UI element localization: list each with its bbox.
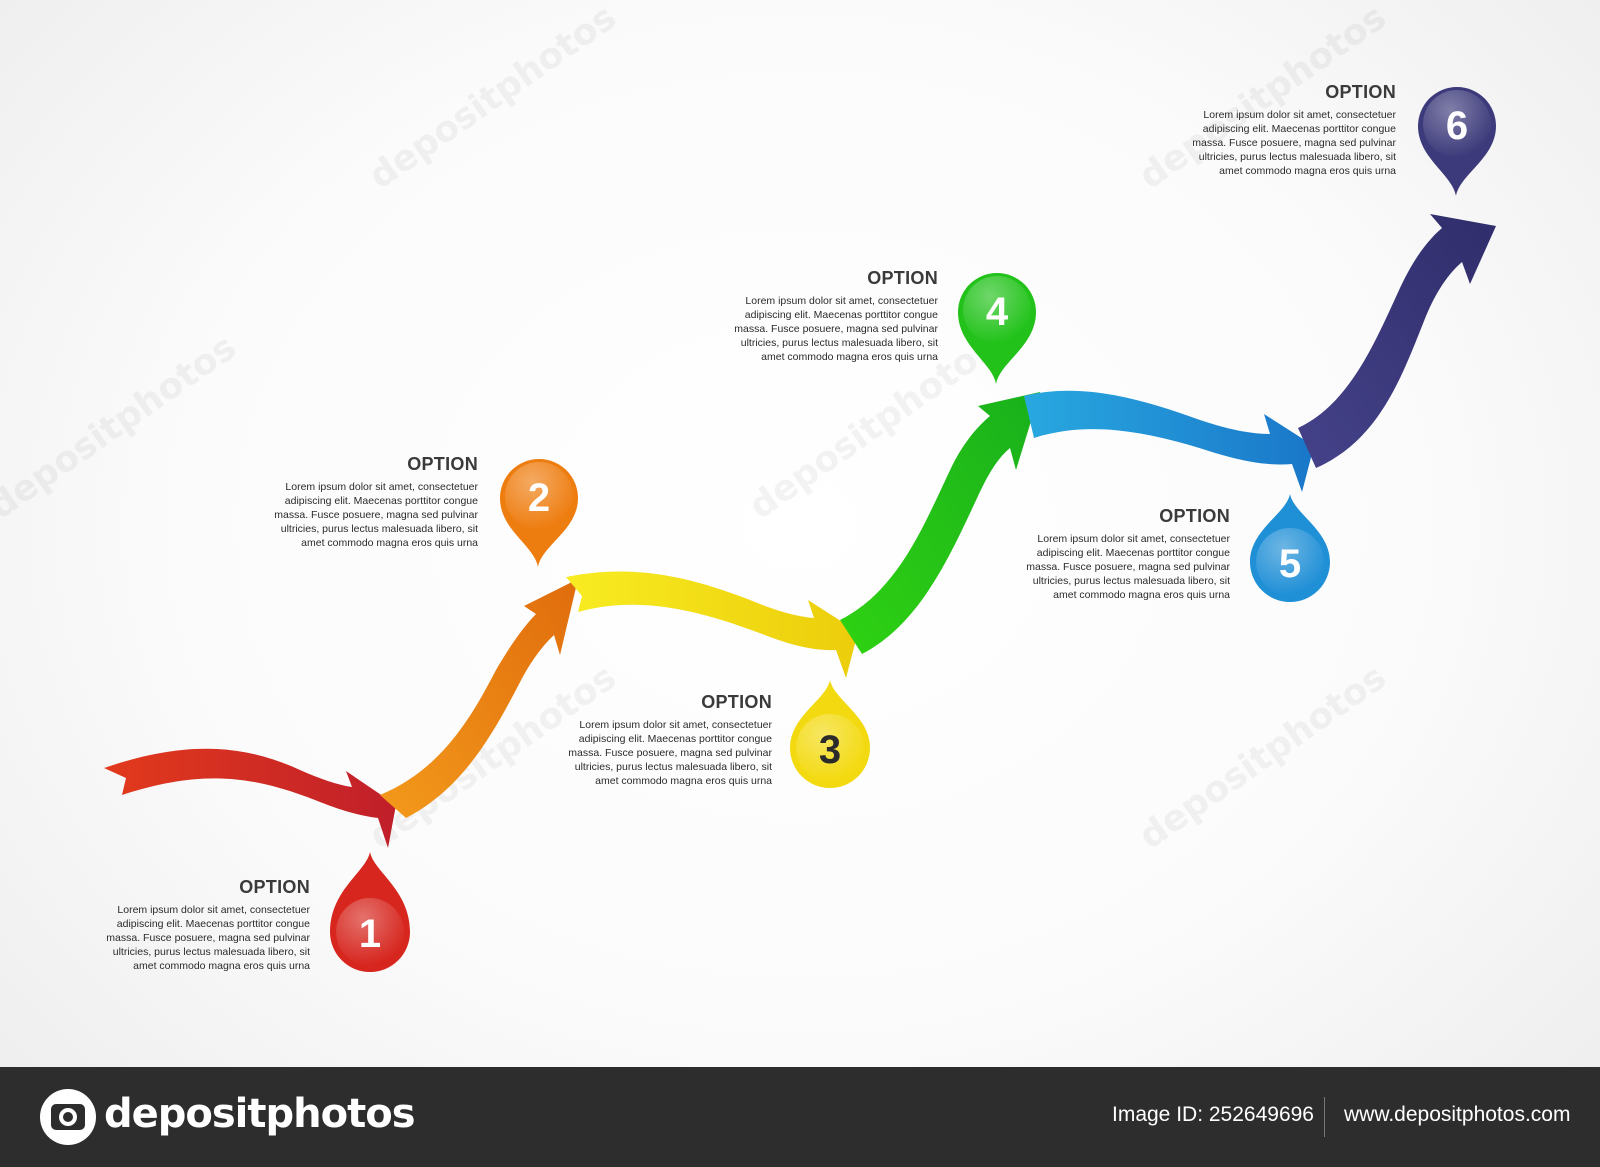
step-number-1: 1 xyxy=(359,912,381,956)
step-5-title: OPTION xyxy=(1159,506,1230,526)
arrow-segment-2 xyxy=(380,579,578,818)
step-2-body: Lorem ipsum dolor sit amet, consectetuer… xyxy=(274,481,478,549)
step-4-body: Lorem ipsum dolor sit amet, consectetuer… xyxy=(734,295,938,363)
brand-name: depositphotos xyxy=(104,1091,416,1137)
step-1-title: OPTION xyxy=(239,877,310,897)
pin-6: 6 xyxy=(1418,87,1496,196)
step-4-text: OPTION Lorem ipsum dolor sit amet, conse… xyxy=(728,268,938,364)
step-5-body: Lorem ipsum dolor sit amet, consectetuer… xyxy=(1026,533,1230,601)
footer-bar: depositphotos Image ID: 252649696 www.de… xyxy=(0,1067,1600,1167)
step-number-2: 2 xyxy=(528,476,550,520)
arrow-segment-3 xyxy=(566,571,858,678)
step-6-title: OPTION xyxy=(1325,82,1396,102)
arrow-segment-1 xyxy=(104,748,396,848)
arrow-segment-6 xyxy=(1298,214,1496,468)
step-2-title: OPTION xyxy=(407,454,478,474)
pin-1: 1 xyxy=(330,852,410,972)
svg-text:depositphotos: depositphotos xyxy=(362,0,624,197)
pin-5: 5 xyxy=(1250,494,1330,602)
svg-text:depositphotos: depositphotos xyxy=(0,327,244,528)
step-1-text: OPTION Lorem ipsum dolor sit amet, conse… xyxy=(100,877,310,973)
svg-text:depositphotos: depositphotos xyxy=(1132,657,1394,858)
step-1-body: Lorem ipsum dolor sit amet, consectetuer… xyxy=(106,904,310,972)
pin-4: 4 xyxy=(958,273,1036,384)
step-2-text: OPTION Lorem ipsum dolor sit amet, conse… xyxy=(268,454,478,550)
step-6-body: Lorem ipsum dolor sit amet, consectetuer… xyxy=(1192,109,1396,177)
site-url-link[interactable]: www.depositphotos.com xyxy=(1344,1103,1571,1126)
pin-2: 2 xyxy=(500,459,578,567)
step-number-5: 5 xyxy=(1279,542,1301,586)
pin-3: 3 xyxy=(790,680,870,788)
step-3-title: OPTION xyxy=(701,692,772,712)
step-number-4: 4 xyxy=(986,290,1009,334)
arrow-segment-4 xyxy=(840,392,1040,654)
arrow-segment-5 xyxy=(1024,390,1314,492)
step-number-6: 6 xyxy=(1446,104,1468,148)
camera-logo-icon xyxy=(40,1089,96,1145)
image-id-text: Image ID: 252649696 xyxy=(1112,1103,1314,1126)
infographic-canvas: depositphotos depositphotos depositphoto… xyxy=(0,0,1496,973)
arrow-path-diagram: depositphotos depositphotos depositphoto… xyxy=(0,0,1496,972)
step-6-text: OPTION Lorem ipsum dolor sit amet, conse… xyxy=(1186,82,1396,178)
step-3-text: OPTION Lorem ipsum dolor sit amet, conse… xyxy=(562,692,772,788)
step-3-body: Lorem ipsum dolor sit amet, consectetuer… xyxy=(568,719,772,787)
step-number-3: 3 xyxy=(819,728,841,772)
step-4-title: OPTION xyxy=(867,268,938,288)
footer-divider xyxy=(1324,1097,1325,1137)
step-5-text: OPTION Lorem ipsum dolor sit amet, conse… xyxy=(1020,506,1230,602)
